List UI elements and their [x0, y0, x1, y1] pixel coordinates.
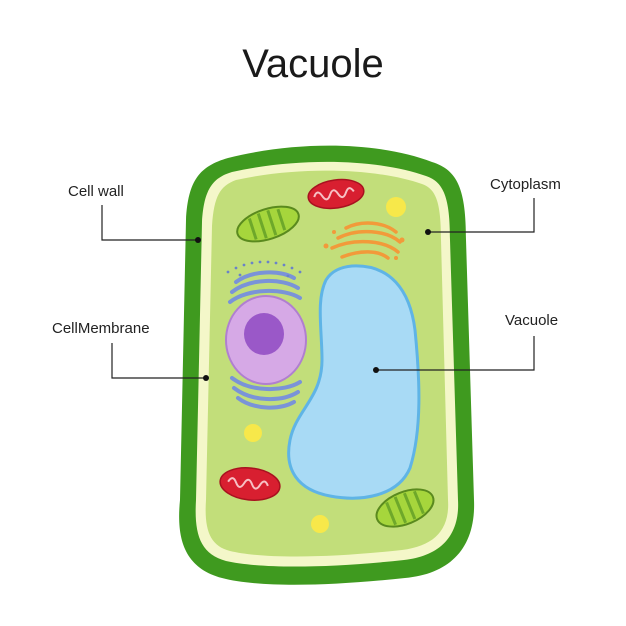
leader-cytoplasm [428, 198, 535, 233]
label-cytoplasm: Cytoplasm [490, 176, 561, 193]
nucleolus [244, 313, 284, 355]
leader-vacuole [376, 336, 535, 371]
leader-lines [101, 198, 535, 379]
diagram-title: Vacuole [242, 42, 384, 86]
chloroplast-top [236, 205, 300, 243]
leader-cell-wall [101, 205, 198, 241]
er-ribosomes [226, 260, 302, 278]
golgi-vesicles [323, 230, 405, 260]
mitochondrion-top [307, 178, 365, 210]
golgi-apparatus [330, 221, 402, 260]
vacuole [287, 264, 421, 500]
granule-bottom [311, 515, 329, 533]
label-cell-membrane: CellMembrane [52, 320, 150, 337]
leader-cell-membrane [111, 343, 206, 379]
rough-er-bottom [230, 376, 302, 410]
leader-dots [195, 229, 431, 381]
granule-middle [244, 424, 262, 442]
rough-er-top [228, 270, 302, 304]
chloroplast-bottom [375, 488, 435, 528]
label-cell-wall: Cell wall [68, 183, 124, 200]
mitochondrion-bottom [219, 467, 281, 501]
granule-top [386, 197, 406, 217]
label-vacuole: Vacuole [505, 312, 559, 329]
